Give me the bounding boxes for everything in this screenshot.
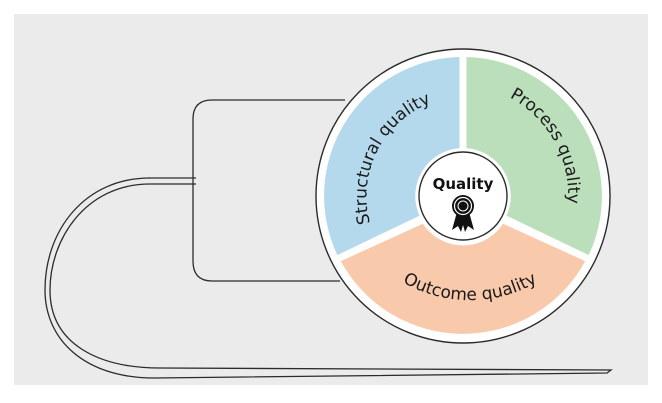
award-rosette-icon — [452, 195, 474, 232]
outline-handle — [192, 99, 345, 282]
outline-tail — [44, 177, 613, 379]
segment-process — [466, 57, 602, 256]
center-quality-label: Quality — [433, 175, 494, 193]
segment-outcome — [340, 223, 586, 334]
segment-structural — [324, 57, 460, 256]
